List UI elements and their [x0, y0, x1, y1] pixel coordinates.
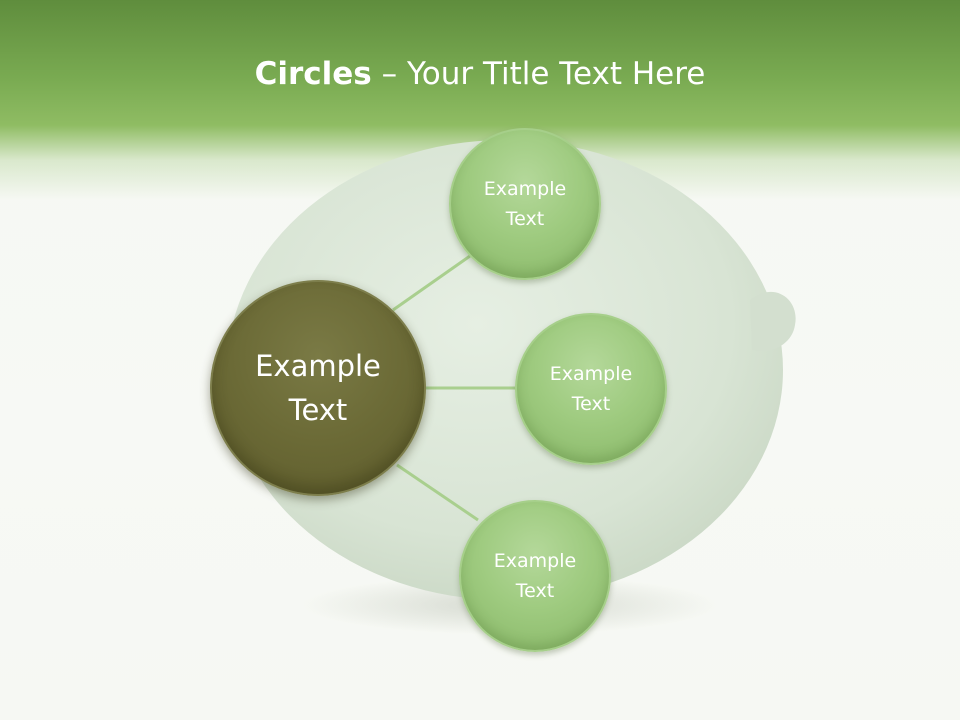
node-circle-bottom-line1: Example: [493, 550, 577, 572]
title-rest: – Your Title Text Here: [371, 56, 706, 92]
title-bold: Circles: [254, 56, 372, 92]
node-circle-middle-line2: Text: [571, 393, 611, 415]
slide-title: Circles – Your Title Text Here: [0, 52, 960, 96]
node-circle-middle-line1: Example: [549, 363, 633, 385]
center-circle-line2: Text: [288, 393, 348, 427]
lime-image: [227, 140, 796, 600]
node-circle-top: Example Text: [449, 128, 601, 280]
node-circle-middle: Example Text: [515, 313, 667, 465]
node-circle-bottom-line2: Text: [515, 580, 555, 602]
connector-line-3: [396, 463, 479, 522]
center-circle: Example Text: [210, 280, 426, 496]
node-circle-bottom: Example Text: [459, 500, 611, 652]
node-circle-top-line1: Example: [483, 178, 567, 200]
node-circle-top-line2: Text: [505, 208, 545, 230]
connector-line-1: [392, 254, 471, 312]
center-circle-line1: Example: [255, 349, 381, 383]
